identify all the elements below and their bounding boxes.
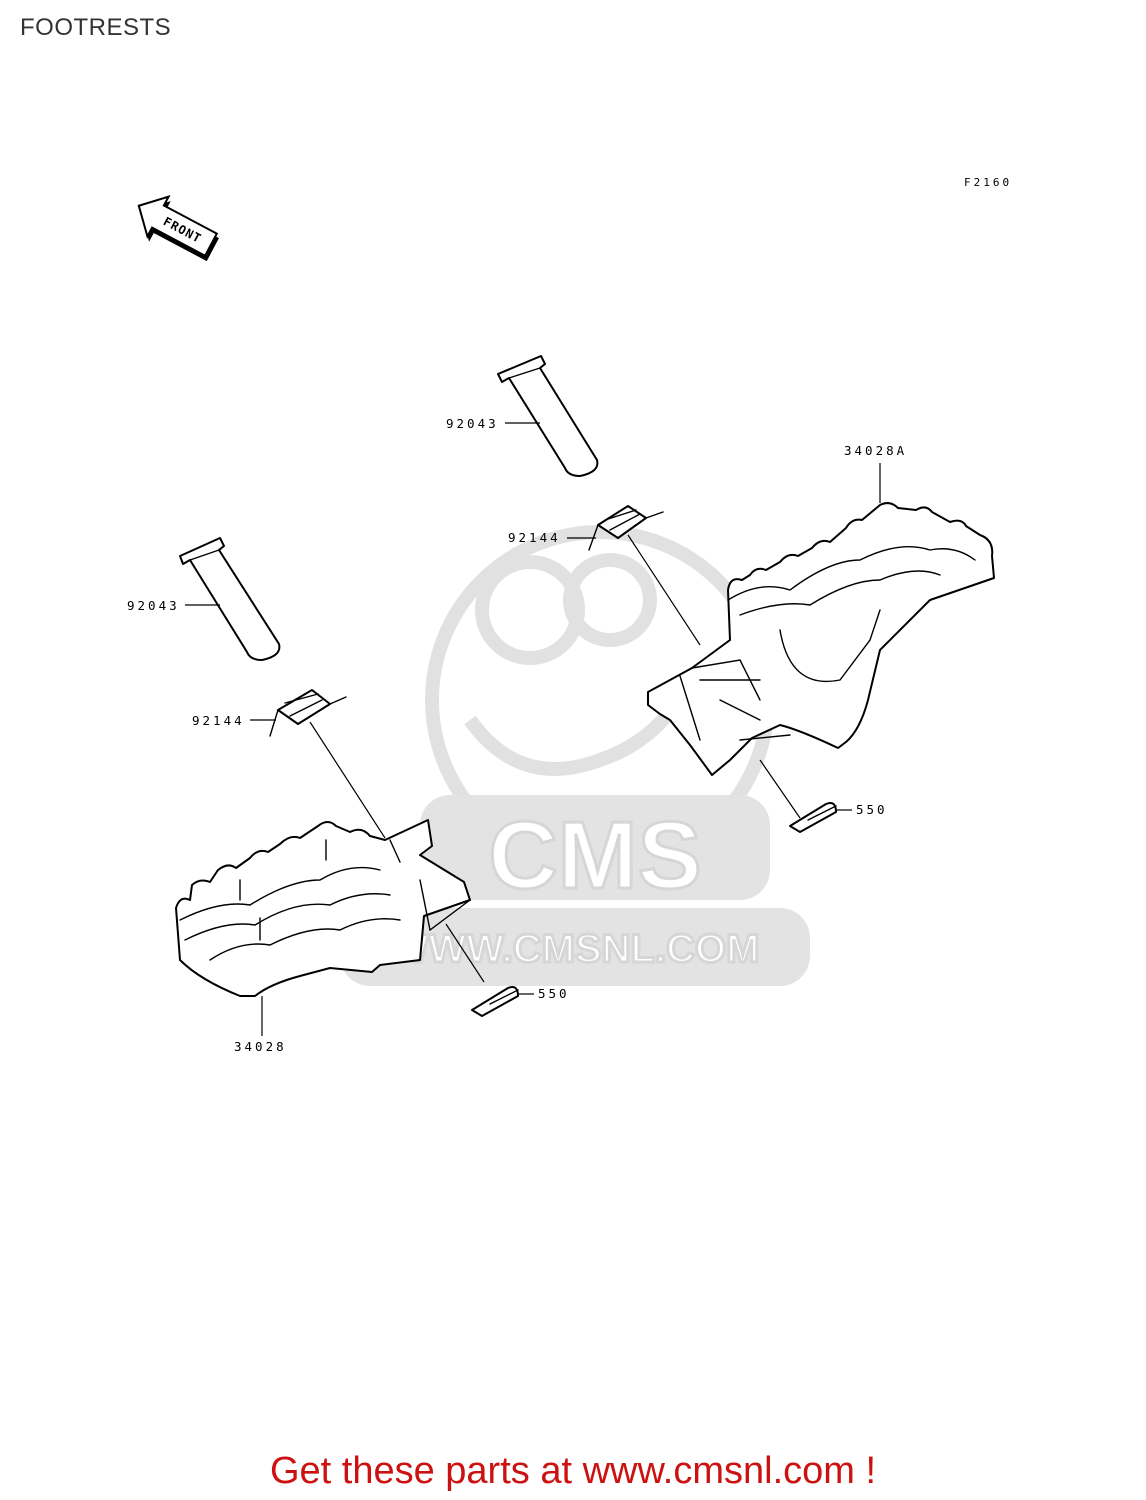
- footrest-left: [175, 819, 471, 997]
- part-label-92043-upper: 92043: [446, 416, 499, 431]
- spring-lower: [269, 689, 347, 737]
- front-arrow-icon: FRONT: [137, 194, 219, 262]
- pin-lower: [179, 537, 281, 661]
- footrest-right: [647, 502, 995, 776]
- watermark-brand: CMS: [488, 802, 701, 909]
- part-label-34028A: 34028A: [844, 443, 907, 458]
- page-title: FOOTRESTS: [20, 14, 172, 41]
- part-label-550-right: 550: [856, 802, 888, 817]
- watermark-url: WWW.CMSNL.COM: [391, 927, 760, 971]
- cotter-pin-left: [471, 986, 519, 1017]
- pin-upper: [497, 355, 599, 477]
- part-label-92144-upper: 92144: [508, 530, 561, 545]
- figure-code: F2160: [964, 176, 1013, 189]
- part-label-92043-lower: 92043: [127, 598, 180, 613]
- part-label-550-left: 550: [538, 986, 570, 1001]
- part-label-92144-lower: 92144: [192, 713, 245, 728]
- footer-cta-link[interactable]: Get these parts at www.cmsnl.com !: [269, 1450, 877, 1492]
- part-label-34028: 34028: [234, 1039, 287, 1054]
- cotter-pin-right: [789, 802, 837, 833]
- part-labels: 92043 92043 92144 92144 34028A 34028 550…: [127, 416, 907, 1054]
- leader-lines: [185, 422, 881, 1036]
